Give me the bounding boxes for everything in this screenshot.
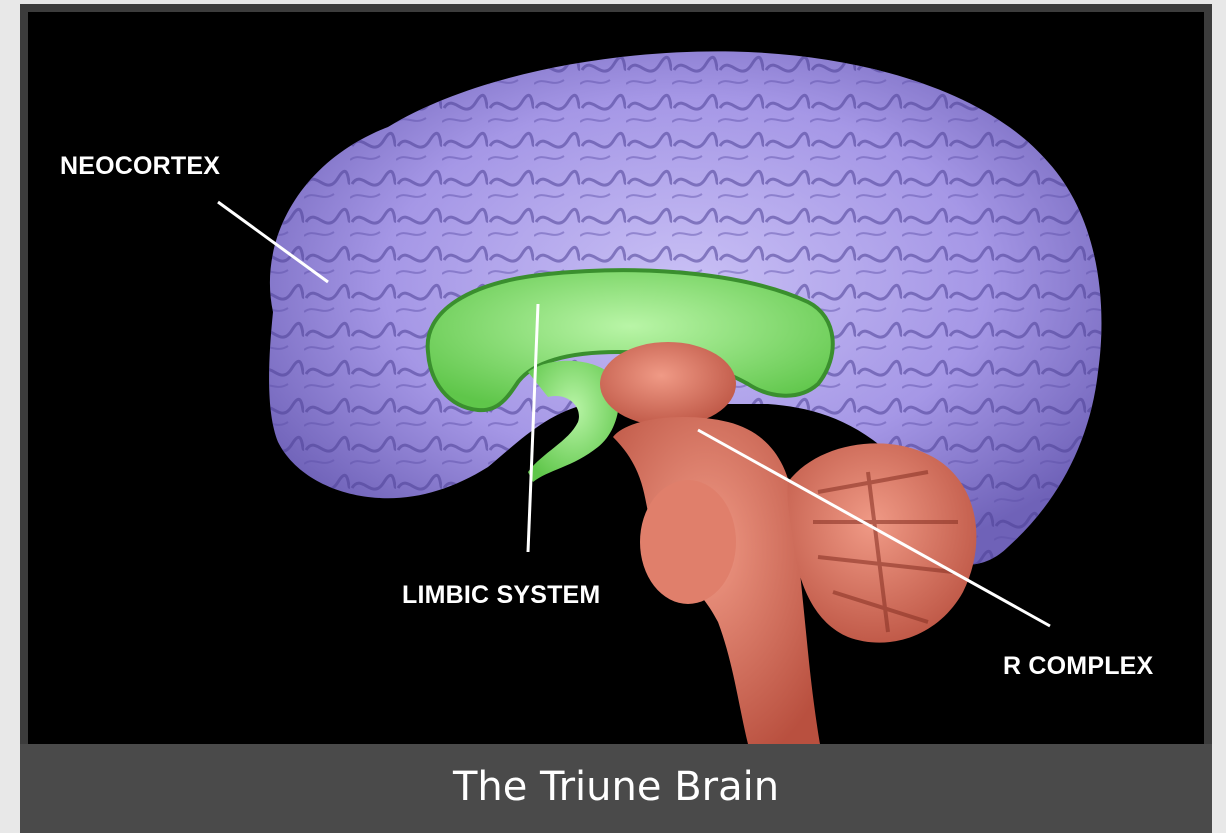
r-complex-label: R COMPLEX: [1003, 652, 1153, 681]
caption-bar: The Triune Brain: [20, 744, 1212, 833]
brain-diagram: [28, 12, 1204, 744]
brain-illustration: NEOCORTEX LIMBIC SYSTEM R COMPLEX: [28, 12, 1204, 744]
limbic-system-label: LIMBIC SYSTEM: [402, 581, 600, 610]
neocortex-label: NEOCORTEX: [60, 152, 220, 181]
figure-frame: NEOCORTEX LIMBIC SYSTEM R COMPLEX The Tr…: [20, 4, 1212, 833]
figure-caption: The Triune Brain: [453, 767, 779, 807]
